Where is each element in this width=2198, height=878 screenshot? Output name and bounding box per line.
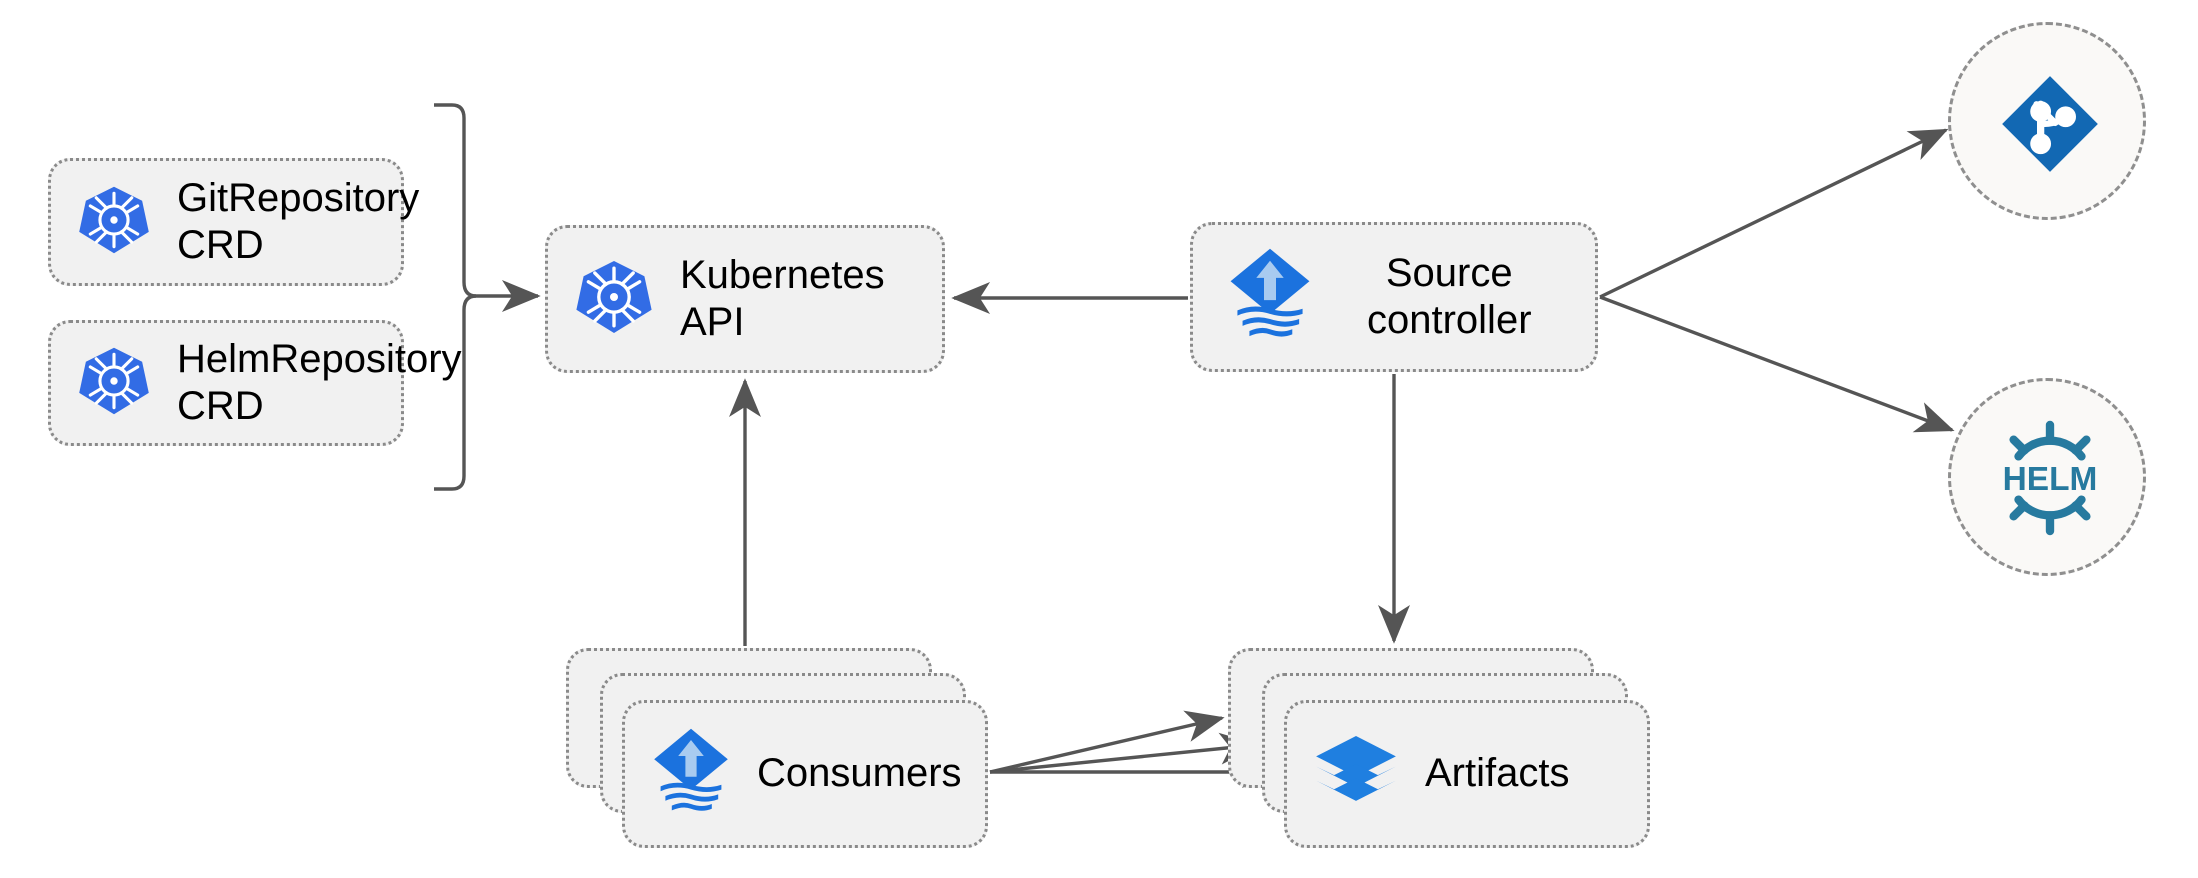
crd-label: GitRepository CRD bbox=[177, 175, 420, 267]
node-label: Artifacts bbox=[1425, 751, 1570, 796]
node-source-controller[interactable]: Source controller bbox=[1190, 222, 1598, 372]
node-label: Source controller bbox=[1367, 250, 1532, 342]
flux-icon bbox=[1227, 247, 1313, 348]
kubernetes-icon bbox=[574, 257, 654, 342]
crd-bracket bbox=[434, 103, 477, 491]
node-helm-repository-crd[interactable]: HelmRepository CRD bbox=[48, 320, 462, 446]
kubernetes-icon bbox=[77, 183, 151, 262]
node-git-repository-crd[interactable]: GitRepository CRD bbox=[48, 158, 419, 286]
node-label: Kubernetes API bbox=[680, 252, 885, 344]
kubernetes-icon bbox=[77, 344, 151, 423]
connector-source-controller-to-helm-source bbox=[1599, 295, 1955, 433]
external-helm-source[interactable]: HELM bbox=[1948, 378, 2146, 576]
git-icon bbox=[1998, 72, 2102, 181]
external-git-source[interactable] bbox=[1948, 22, 2146, 220]
crd-label: HelmRepository CRD bbox=[177, 336, 462, 428]
connector-consumers-to-artifacts-1 bbox=[989, 710, 1225, 774]
connector-source-controller-to-git-source bbox=[1599, 128, 1949, 299]
node-consumers[interactable]: Consumers bbox=[622, 700, 988, 848]
node-kubernetes-api[interactable]: Kubernetes API bbox=[545, 225, 945, 373]
node-artifacts[interactable]: Artifacts bbox=[1284, 700, 1650, 848]
helm-icon: HELM bbox=[1991, 417, 2109, 544]
helm-wordmark: HELM bbox=[2003, 461, 2098, 498]
layers-icon bbox=[1313, 732, 1399, 817]
connector-consumers-to-artifacts-2 bbox=[989, 732, 1259, 774]
flux-icon bbox=[651, 726, 731, 823]
node-label: Consumers bbox=[757, 751, 962, 796]
